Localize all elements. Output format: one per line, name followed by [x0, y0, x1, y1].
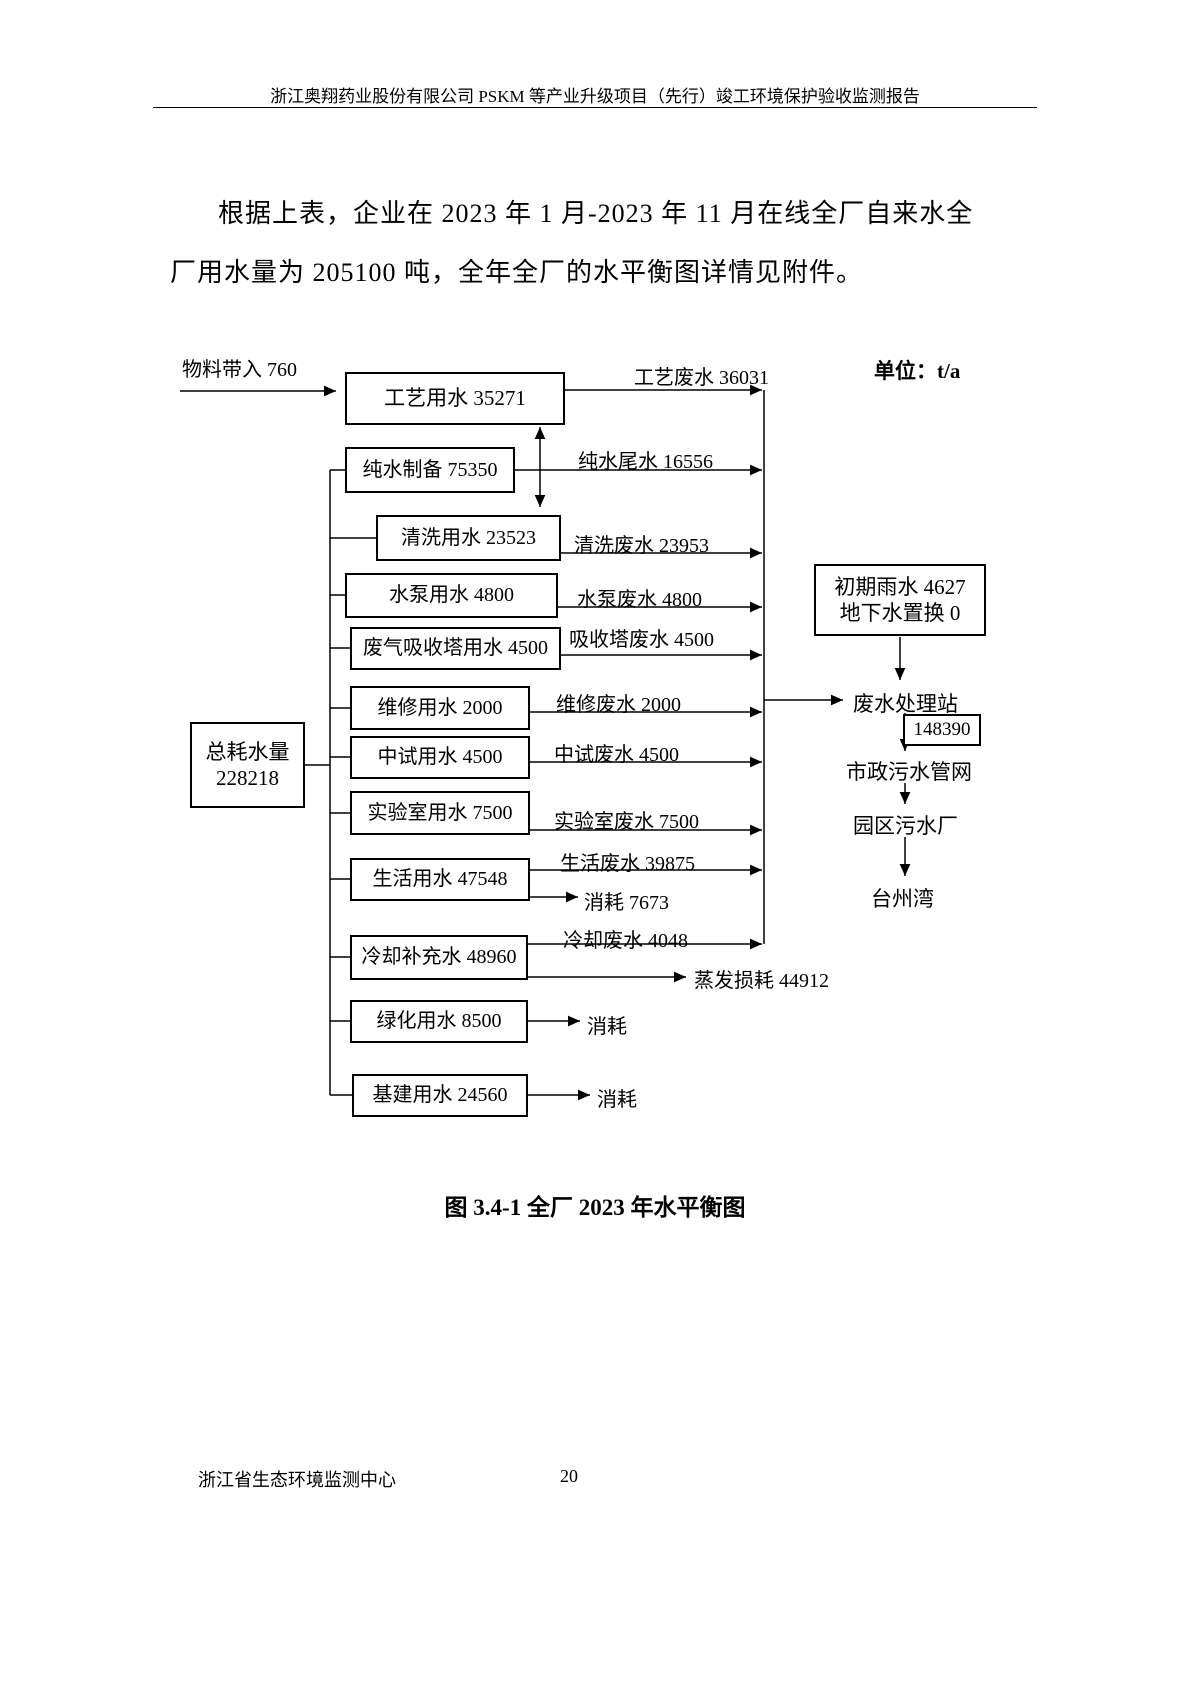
label-domestic-consume: 消耗 7673 [584, 892, 669, 914]
label-domestic-ww: 生活废水 39875 [560, 853, 695, 875]
body-paragraph-line1: 根据上表，企业在 2023 年 1 月-2023 年 11 月在线全厂自来水全 [218, 199, 974, 228]
label-park-plant: 园区污水厂 [853, 814, 958, 838]
box-pilot-water: 中试用水 4500 [350, 736, 530, 779]
total-water-value: 228218 [216, 766, 279, 790]
box-initial-rainwater: 初期雨水 4627 地下水置换 0 [814, 564, 986, 636]
label-taizhou-bay: 台州湾 [871, 887, 934, 911]
box-scrubber-water: 废气吸收塔用水 4500 [350, 627, 561, 670]
box-pure-water-prep: 纯水制备 75350 [345, 447, 515, 493]
box-cleaning-water: 清洗用水 23523 [376, 515, 561, 561]
label-construction-consume: 消耗 [597, 1089, 637, 1111]
rainwater-line1: 初期雨水 4627 [834, 574, 966, 599]
label-wwtp: 废水处理站 [853, 692, 958, 716]
footer-page-number: 20 [560, 1466, 578, 1486]
figure-caption: 图 3.4-1 全厂 2023 年水平衡图 [444, 1195, 746, 1220]
label-maintenance-ww: 维修废水 2000 [556, 694, 681, 716]
label-process-ww: 工艺废水 36031 [634, 367, 769, 389]
label-scrubber-ww: 吸收塔废水 4500 [569, 629, 714, 651]
label-municipal-sewer: 市政污水管网 [846, 760, 972, 784]
label-cleaning-ww: 清洗废水 23953 [574, 535, 709, 557]
box-cooling-makeup-water: 冷却补充水 48960 [350, 935, 528, 980]
box-domestic-water: 生活用水 47548 [350, 858, 530, 901]
label-greening-consume: 消耗 [587, 1016, 627, 1038]
label-material-in: 物料带入 760 [182, 359, 297, 381]
label-pump-ww: 水泵废水 4800 [577, 589, 702, 611]
label-unit: 单位：t/a [874, 359, 961, 383]
box-pump-water: 水泵用水 4800 [345, 573, 558, 618]
box-maintenance-water: 维修用水 2000 [350, 686, 530, 730]
label-cooling-ww: 冷却废水 4048 [563, 930, 688, 952]
label-lab-ww: 实验室废水 7500 [554, 811, 699, 833]
total-water-label: 总耗水量 [205, 739, 290, 764]
box-construction-water: 基建用水 24560 [352, 1074, 528, 1117]
body-paragraph-line2: 厂用水量为 205100 吨，全年全厂的水平衡图详情见附件。 [170, 258, 864, 287]
label-pilot-ww: 中试废水 4500 [554, 744, 679, 766]
label-evaporation: 蒸发损耗 44912 [694, 970, 829, 992]
box-total-water: 总耗水量 228218 [190, 722, 305, 808]
box-lab-water: 实验室用水 7500 [350, 791, 530, 835]
box-greening-water: 绿化用水 8500 [350, 1000, 528, 1043]
page-header-title: 浙江奥翔药业股份有限公司 PSKM 等产业升级项目（先行）竣工环境保护验收监测报… [270, 87, 920, 106]
footer-organization: 浙江省生态环境监测中心 [198, 1470, 396, 1490]
rainwater-line2: 地下水置换 0 [839, 601, 961, 625]
box-process-water: 工艺用水 35271 [345, 372, 565, 425]
label-pure-tail: 纯水尾水 16556 [578, 451, 713, 473]
header-rule [153, 107, 1037, 108]
box-wwtp-amount: 148390 [903, 714, 981, 746]
